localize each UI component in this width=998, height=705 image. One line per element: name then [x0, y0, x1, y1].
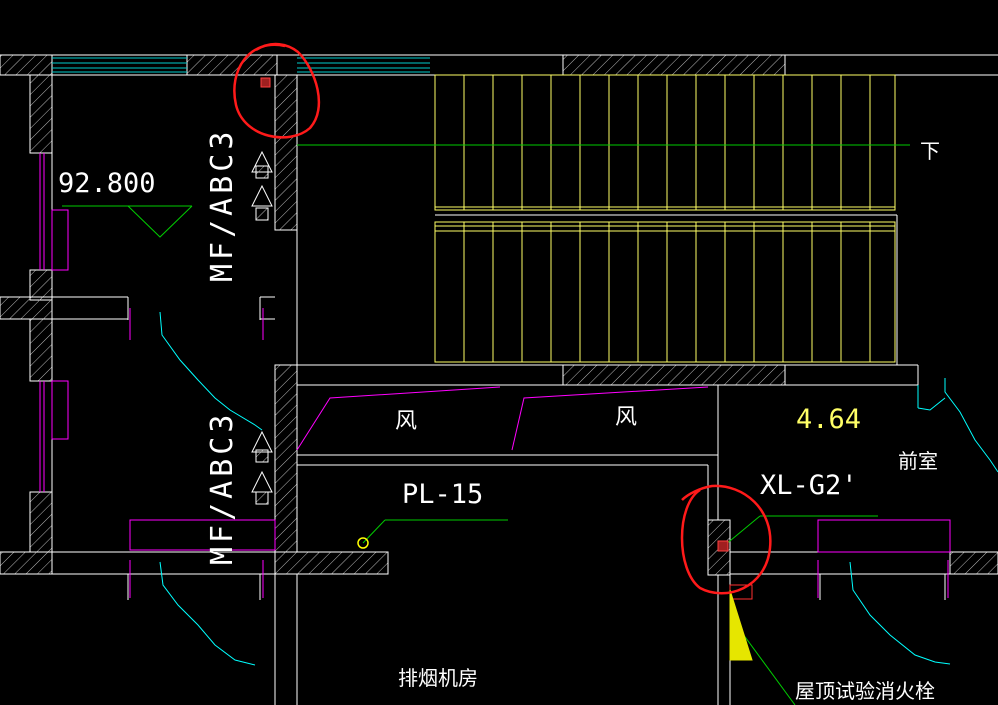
hydrant-marker-bottom	[717, 540, 729, 552]
wind-label-2: 风	[615, 405, 637, 430]
wall-top-mid	[186, 54, 278, 76]
extinguisher-symbols	[251, 150, 273, 505]
wall-left-beam	[0, 296, 53, 320]
wall-center-bottom	[274, 551, 389, 575]
wall-bottom-right	[949, 551, 998, 575]
roof-test-hydrant	[729, 589, 753, 661]
elevation-label-464: 4.64	[796, 404, 861, 435]
wall-stair-bottom	[562, 364, 786, 386]
wall-left-col-4	[29, 491, 53, 553]
guide-lines	[62, 205, 878, 705]
stair-outline	[434, 221, 896, 363]
red-markup-circle-bottom	[680, 484, 772, 595]
wall-top-right	[562, 54, 786, 76]
hydrant-marker-top	[260, 77, 271, 88]
stair-upper-flight	[434, 74, 896, 211]
stair-lower-flight	[434, 221, 896, 363]
anteroom-label: 前室	[898, 449, 938, 473]
pipe-label-pl15: PL-15	[402, 479, 483, 510]
wall-left-col-2	[29, 269, 53, 301]
hatched-walls	[0, 54, 998, 576]
smoke-exhaust-room-label: 排烟机房	[398, 666, 478, 690]
wall-center-col-mid	[274, 364, 298, 553]
wind-label-1: 风	[395, 409, 417, 434]
wall-left-col-3	[29, 318, 53, 382]
roof-test-hydrant-label: 屋顶试验消火栓	[795, 679, 935, 703]
wall-lines	[0, 54, 998, 705]
wall-top-left	[0, 54, 53, 76]
pl-pipe-marker	[357, 537, 369, 549]
red-markup-circle-top	[233, 42, 320, 139]
wall-center-col-top	[274, 74, 298, 231]
elevation-label-92800: 92.800	[58, 168, 156, 199]
wall-bottom-left	[0, 551, 53, 575]
pipe-label-xlg2: XL-G2'	[760, 470, 858, 501]
magenta-elements	[39, 153, 951, 598]
doors	[159, 311, 998, 666]
extinguisher-label-lower: MF/ABC3	[205, 411, 240, 565]
windows	[52, 57, 430, 73]
stair-down-label: 下	[920, 139, 940, 163]
extinguisher-label-upper: MF/ABC3	[205, 128, 240, 282]
stair-outline	[434, 74, 896, 211]
wall-left-col-1	[29, 74, 53, 154]
